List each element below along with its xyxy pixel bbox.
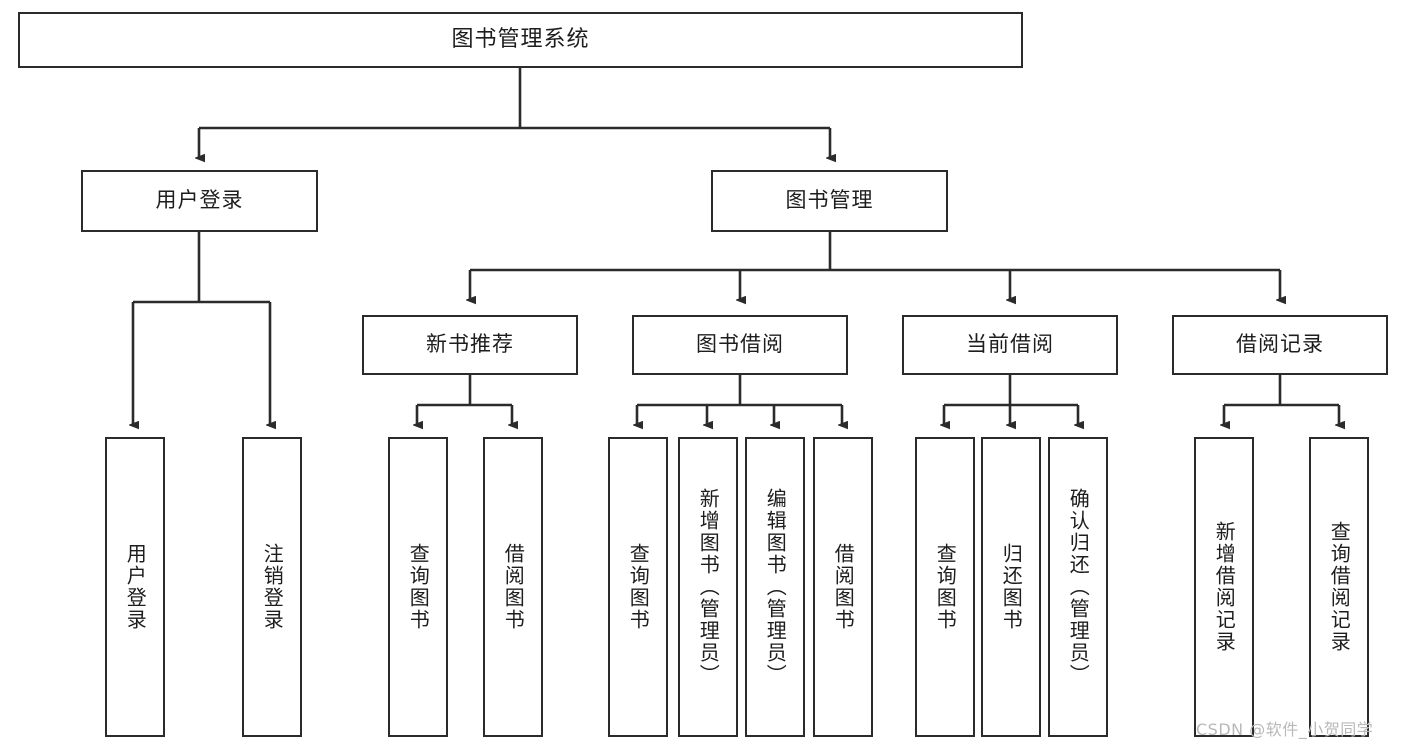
leaf-add-borrow-record[interactable]: 新增借阅记录	[1194, 437, 1254, 737]
node-label: 新增借阅记录	[1212, 521, 1237, 653]
node-new-book-recommend[interactable]: 新书推荐	[362, 315, 578, 375]
node-user-login[interactable]: 用户登录	[81, 170, 318, 232]
leaf-edit-book-admin[interactable]: 编辑图书（管理员）	[745, 437, 805, 737]
leaf-query-borrow-record[interactable]: 查询借阅记录	[1309, 437, 1369, 737]
node-label: 确认归还（管理员）	[1066, 488, 1091, 686]
node-label: 查询图书	[406, 543, 431, 631]
node-label: 注销登录	[260, 543, 285, 631]
node-root-system[interactable]: 图书管理系统	[18, 12, 1023, 68]
leaf-user-login[interactable]: 用户登录	[105, 437, 165, 737]
leaf-add-book-admin[interactable]: 新增图书（管理员）	[678, 437, 738, 737]
node-label: 查询图书	[933, 543, 958, 631]
leaf-query-book-current[interactable]: 查询图书	[915, 437, 975, 737]
node-label: 借阅图书	[831, 543, 856, 631]
node-label: 图书借阅	[696, 332, 784, 357]
node-label: 当前借阅	[966, 332, 1054, 357]
leaf-query-book-recommend[interactable]: 查询图书	[388, 437, 448, 737]
node-book-borrow[interactable]: 图书借阅	[632, 315, 848, 375]
node-label: 归还图书	[999, 543, 1024, 631]
node-label: 图书管理系统	[451, 27, 590, 53]
node-label: 图书管理	[785, 188, 874, 213]
node-book-management[interactable]: 图书管理	[711, 170, 948, 232]
leaf-confirm-return-admin[interactable]: 确认归还（管理员）	[1048, 437, 1108, 737]
node-label: 借阅图书	[501, 543, 526, 631]
node-label: 用户登录	[155, 188, 244, 213]
leaf-query-book[interactable]: 查询图书	[608, 437, 668, 737]
leaf-logout[interactable]: 注销登录	[242, 437, 302, 737]
node-borrow-record[interactable]: 借阅记录	[1172, 315, 1388, 375]
node-label: 查询图书	[626, 543, 651, 631]
node-current-borrow[interactable]: 当前借阅	[902, 315, 1118, 375]
leaf-return-book[interactable]: 归还图书	[981, 437, 1041, 737]
node-label: 用户登录	[123, 543, 148, 631]
node-label: 借阅记录	[1236, 332, 1324, 357]
leaf-borrow-book-recommend[interactable]: 借阅图书	[483, 437, 543, 737]
node-label: 新书推荐	[426, 332, 514, 357]
leaf-borrow-book[interactable]: 借阅图书	[813, 437, 873, 737]
node-label: 编辑图书（管理员）	[763, 488, 788, 686]
node-label: 新增图书（管理员）	[696, 488, 721, 686]
node-label: 查询借阅记录	[1327, 521, 1352, 653]
